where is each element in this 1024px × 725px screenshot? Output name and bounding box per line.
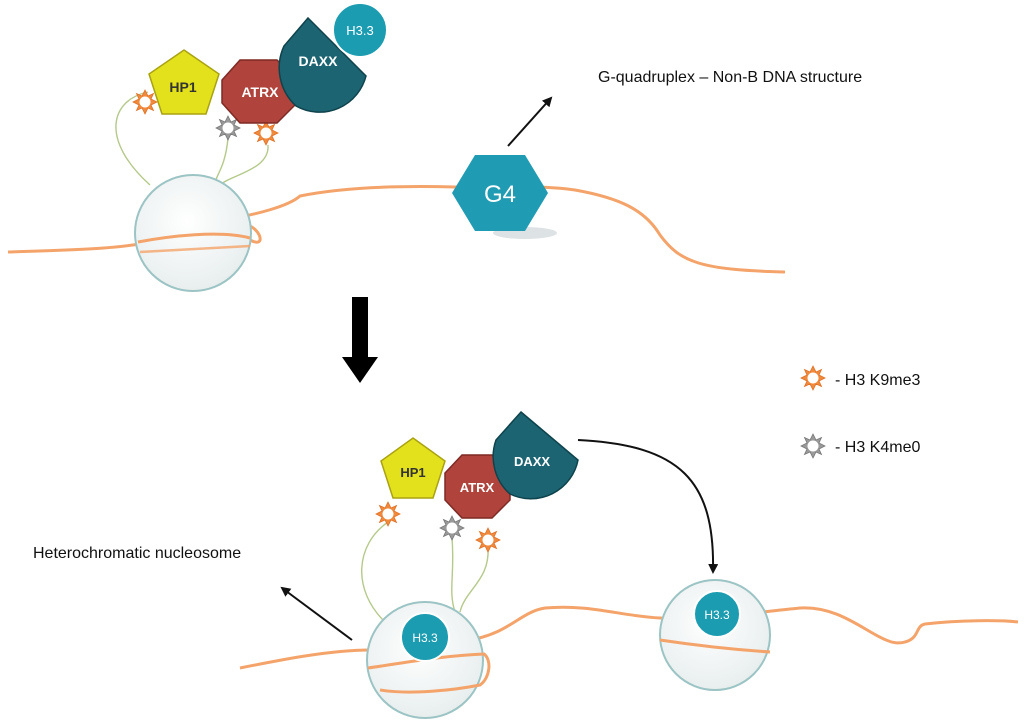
- atrx-label-bottom: ATRX: [460, 480, 495, 495]
- tether-atrx2-bottom: [459, 547, 489, 613]
- nucleosome-caption: Heterochromatic nucleosome: [33, 545, 241, 562]
- top-panel: HP1 ATRX DAXX H3.3 G4 G-quadruplex – Non…: [7, 2, 862, 292]
- tether-atrx-bottom: [451, 537, 456, 613]
- h3k9me3-mark-icon: [253, 120, 279, 146]
- dna-wrap-bottom-right: [659, 638, 771, 654]
- h33-histone-top: [332, 2, 388, 58]
- nucleosome-arrow: [280, 586, 353, 641]
- h33-label-top: H3.3: [346, 23, 373, 38]
- hp1-label-bottom: HP1: [400, 465, 425, 480]
- h33-histone-bottom-left: [400, 612, 450, 662]
- hp1-label-top: HP1: [169, 79, 196, 95]
- daxx-label-top: DAXX: [299, 53, 339, 69]
- transition-arrow: [342, 297, 378, 383]
- deposition-arrow: [577, 439, 719, 574]
- g4-structure: [452, 155, 548, 231]
- g4-arrow: [507, 96, 553, 147]
- legend-k9me3-icon: [800, 365, 826, 391]
- legend-k4me0-icon: [800, 433, 826, 459]
- dna-strand-top: [7, 185, 786, 274]
- dna-wrap-top: [137, 232, 251, 244]
- legend-k4me0-label: - H3 K4me0: [835, 439, 920, 456]
- atrx-label-top: ATRX: [241, 84, 279, 100]
- nucleosome-top: [134, 174, 252, 292]
- tether-hp1-top: [115, 91, 151, 186]
- dna-strand-bottom: [239, 605, 1019, 670]
- bottom-panel: H3.3 H3.3 HP1 ATRX DAXX Heterochromatic …: [33, 410, 1019, 719]
- h33-label-bottom-left: H3.3: [412, 631, 438, 645]
- g4-caption: G-quadruplex – Non-B DNA structure: [598, 69, 862, 86]
- daxx-label-bottom: DAXX: [514, 454, 550, 469]
- hp1-protein-bottom: [380, 437, 446, 499]
- hp1-protein-top: [148, 49, 220, 115]
- h33-histone-bottom-right: [693, 590, 741, 638]
- h3k9me3-mark-icon: [375, 501, 401, 527]
- h33-label-bottom-right: H3.3: [704, 608, 730, 622]
- tether-hp1-bottom: [361, 521, 389, 623]
- legend-k9me3-label: - H3 K9me3: [835, 372, 920, 389]
- h3k9me3-mark-icon: [132, 89, 158, 115]
- tether-atrx2-top: [219, 144, 269, 186]
- dna-wrap2-top: [139, 244, 251, 254]
- daxx-protein-top: [278, 16, 367, 113]
- h3k9me3-mark-icon: [475, 527, 501, 553]
- g4-label: G4: [484, 181, 516, 208]
- h3k4me0-mark-icon: [439, 515, 465, 541]
- legend: - H3 K9me3 - H3 K4me0: [800, 365, 920, 459]
- tether-atrx-top: [214, 137, 229, 186]
- daxx-protein-bottom: [492, 410, 579, 500]
